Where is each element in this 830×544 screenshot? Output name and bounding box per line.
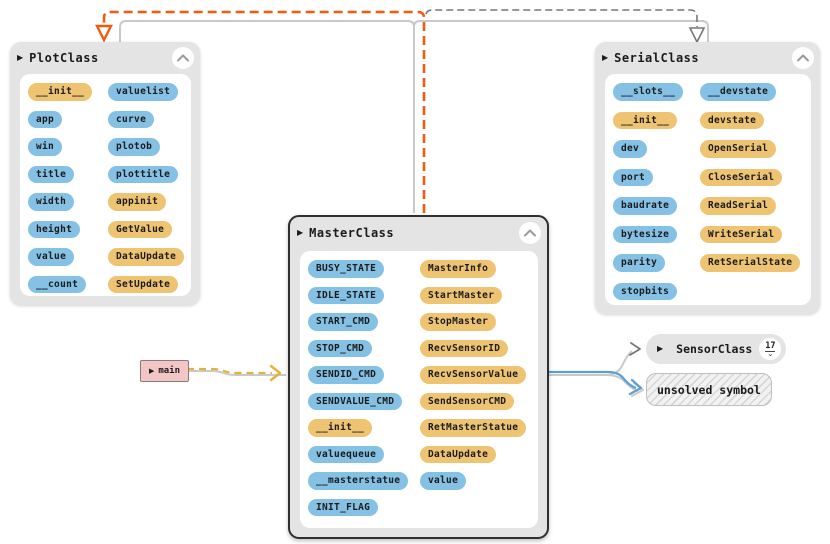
member-chip[interactable]: plottitle (108, 165, 179, 183)
member-chip[interactable]: BUSY_STATE (308, 260, 385, 278)
member-chip[interactable]: __devstate (700, 83, 777, 101)
class-box-serialclass: ▶ SerialClass __slots__ __init__dev port ba… (595, 42, 820, 314)
member-chip[interactable]: width (28, 193, 75, 211)
member-chip[interactable]: valuelist (108, 83, 179, 101)
edge-main-master-mustard (187, 367, 272, 375)
expander-triangle-icon[interactable]: ▶ (17, 53, 24, 62)
edge-master-unsolved-blue (546, 370, 637, 390)
class-title: PlotClass (29, 51, 99, 65)
edge-master-plot-orange (102, 10, 426, 213)
class-header-serialclass[interactable]: ▶ SerialClass (595, 42, 820, 74)
member-chip[interactable]: RecvSensorValue (420, 366, 527, 384)
member-chip[interactable]: win (28, 138, 63, 156)
unsolved-symbol-label: unsolved symbol (657, 382, 761, 397)
member-chip[interactable]: __masterstatue (308, 472, 409, 490)
member-chip[interactable]: RetMasterStatue (420, 419, 527, 437)
arrowhead-serial-gray (688, 27, 706, 44)
member-chip[interactable]: __count (28, 275, 87, 293)
arrowhead-master-mustard (269, 364, 282, 382)
class-body: __init__app win title width height value __cou… (20, 74, 191, 296)
member-chip[interactable]: appinit (108, 193, 167, 211)
member-chip[interactable]: SendSensorCMD (420, 392, 515, 410)
member-chip[interactable]: __init__ (28, 83, 93, 101)
member-chip[interactable]: SENDVALUE_CMD (308, 392, 403, 410)
class-header-masterclass[interactable]: ▶ MasterClass (290, 217, 547, 249)
edge-master-unsolved-gray (547, 374, 639, 392)
member-count: 17 (765, 340, 776, 352)
member-chip[interactable]: WriteSerial (700, 225, 783, 243)
member-chip[interactable]: plotob (108, 138, 161, 156)
member-chip[interactable]: RecvSensorID (420, 339, 509, 357)
collapse-button[interactable] (519, 222, 541, 244)
member-chip[interactable]: height (28, 220, 81, 238)
expander-triangle-icon[interactable]: ▶ (297, 228, 304, 237)
sensorclass-label: SensorClass (676, 342, 753, 356)
class-header-plotclass[interactable]: ▶ PlotClass (10, 42, 200, 74)
arrowhead-unsolved-blue (628, 378, 643, 396)
member-chip[interactable]: app (28, 110, 63, 128)
main-node[interactable]: ▶ main (140, 360, 189, 382)
member-chip[interactable]: GetValue (108, 220, 173, 238)
member-chip[interactable]: SENDID_CMD (308, 366, 385, 384)
member-chip[interactable]: StartMaster (420, 286, 503, 304)
unsolved-symbol-node[interactable]: unsolved symbol (646, 373, 772, 406)
sensorclass-node[interactable]: ▶ SensorClass 17 ⌄ (646, 334, 787, 364)
class-title: SerialClass (614, 51, 700, 65)
member-chip[interactable]: baudrate (613, 197, 678, 215)
member-chip[interactable]: port (613, 168, 654, 186)
chevron-up-icon (524, 229, 536, 237)
member-chip[interactable]: DataUpdate (108, 248, 185, 266)
member-chip[interactable]: __init__ (308, 419, 373, 437)
member-chip[interactable]: DataUpdate (420, 445, 497, 463)
expander-triangle-icon: ▶ (148, 366, 155, 375)
collapse-button[interactable] (172, 47, 194, 69)
member-chip[interactable]: StopMaster (420, 313, 497, 331)
member-chip[interactable]: value (420, 472, 467, 490)
member-chip[interactable]: dev (613, 140, 648, 158)
member-chip[interactable]: value (28, 248, 75, 266)
member-chip[interactable]: SetUpdate (108, 275, 179, 293)
member-chip[interactable]: RetSerialState (700, 254, 801, 272)
expander-triangle-icon[interactable]: ▶ (602, 53, 609, 62)
member-chip[interactable]: __slots__ (613, 83, 684, 101)
member-chip[interactable]: CloseSerial (700, 168, 783, 186)
arrowhead-sensor-gray (629, 342, 641, 356)
chevron-up-icon (797, 54, 809, 62)
chevron-down-icon: ⌄ (767, 350, 774, 358)
member-chip[interactable]: MasterInfo (420, 260, 497, 278)
member-chip[interactable]: INIT_FLAG (308, 498, 379, 516)
member-chip[interactable]: START_CMD (308, 313, 379, 331)
member-chip[interactable]: STOP_CMD (308, 339, 373, 357)
member-chip[interactable]: bytesize (613, 225, 678, 243)
member-chip[interactable]: parity (613, 254, 666, 272)
member-chip[interactable]: title (28, 165, 75, 183)
edge-main-master-gray (187, 370, 286, 376)
class-body: BUSY_STATE IDLE_STATE START_CMD STOP_CMD SEN… (300, 251, 538, 528)
main-node-label: main (158, 366, 181, 376)
class-title: MasterClass (309, 226, 395, 240)
member-chip[interactable]: ReadSerial (700, 197, 777, 215)
collapse-button[interactable] (792, 47, 814, 69)
class-box-plotclass: ▶ PlotClass __init__app win title width heig… (10, 42, 200, 305)
member-chip[interactable]: OpenSerial (700, 140, 777, 158)
member-chip[interactable]: __init__ (613, 111, 678, 129)
class-box-masterclass: ▶ MasterClass BUSY_STATE IDLE_STATE START_… (288, 215, 549, 539)
arrowhead-plot-orange (95, 24, 113, 43)
member-count-badge[interactable]: 17 ⌄ (759, 338, 782, 360)
edge-master-serial-dashed (425, 9, 698, 27)
class-body: __slots__ __init__dev port baudrate bytesize… (605, 74, 811, 305)
member-chip[interactable]: valuequeue (308, 445, 385, 463)
expander-triangle-icon[interactable]: ▶ (657, 344, 664, 353)
edge-serial-master-gray (413, 20, 709, 213)
member-chip[interactable]: curve (108, 110, 155, 128)
member-chip[interactable]: IDLE_STATE (308, 286, 385, 304)
member-chip[interactable]: devstate (700, 111, 765, 129)
member-chip[interactable]: stopbits (613, 282, 678, 300)
chevron-up-icon (177, 54, 189, 62)
